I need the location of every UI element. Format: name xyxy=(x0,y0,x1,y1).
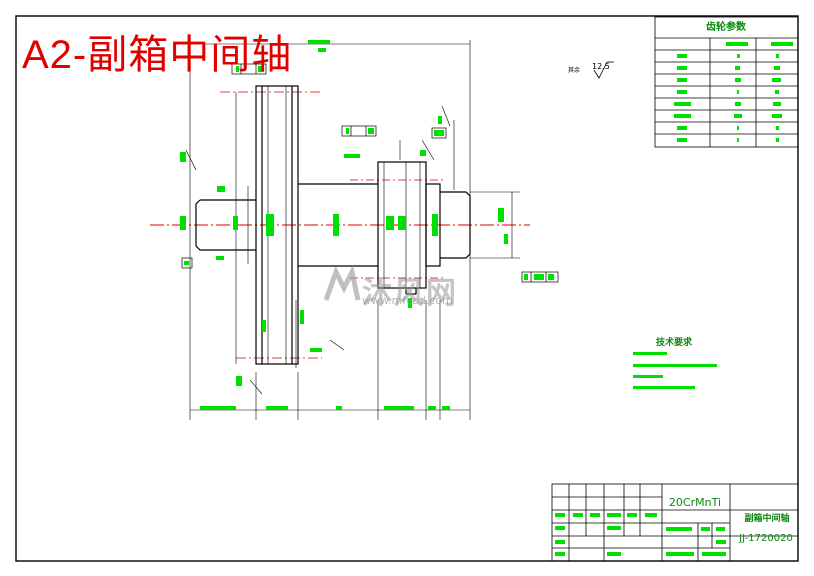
drawing-frame xyxy=(15,15,799,562)
dimension-annotations xyxy=(180,40,554,410)
roughness-symbol xyxy=(593,61,614,79)
title-block xyxy=(551,483,799,562)
tolerance-frames xyxy=(181,63,559,283)
roughness-value: 12.5 xyxy=(592,62,610,71)
technical-requirements-title: 技术要求 xyxy=(656,338,693,348)
watermark-logo-icon xyxy=(323,266,361,301)
gear-parameter-marks xyxy=(674,42,793,142)
watermark-url: www.mfcad.com xyxy=(362,294,453,307)
gear-parameters-table xyxy=(654,16,799,148)
technical-requirements-text xyxy=(633,352,717,389)
page-title: A2-副箱中间轴 xyxy=(22,33,293,77)
drawing-number-label: JJ-1720020 xyxy=(739,533,793,544)
shaft-outline xyxy=(195,85,471,365)
material-label: 20CrMnTi xyxy=(668,496,722,509)
title-block-marks xyxy=(555,513,726,556)
watermark-brand: 沐风网 xyxy=(362,276,458,311)
part-name-label: 副箱中间轴 xyxy=(744,514,790,524)
roughness-label-other: 其余 xyxy=(568,66,580,74)
gear-parameters-title: 齿轮参数 xyxy=(706,22,746,33)
